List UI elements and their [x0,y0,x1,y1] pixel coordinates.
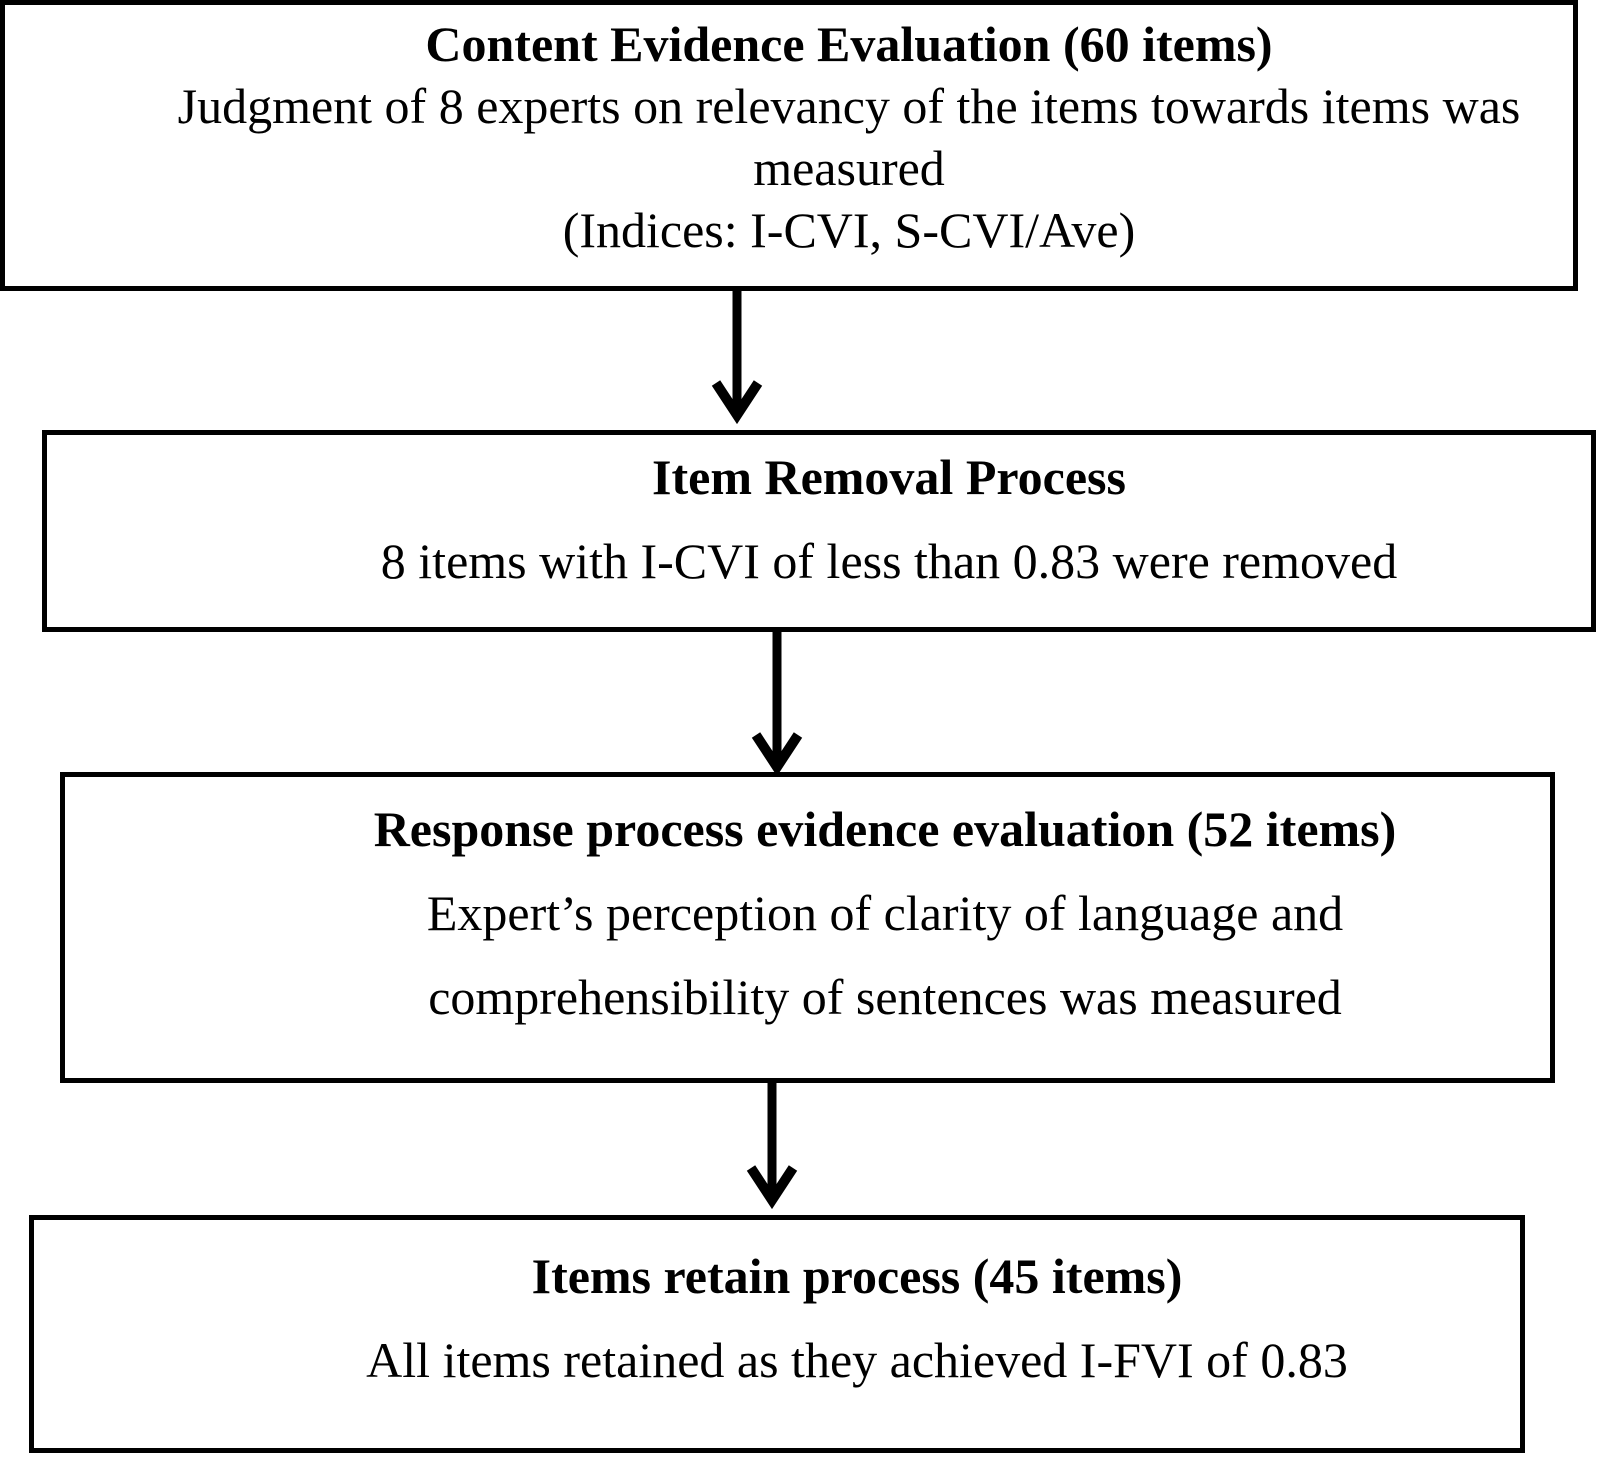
box-title: Items retain process (45 items) [531,1248,1183,1304]
box-text-line: (Indices: I-CVI, S-CVI/Ave) [562,202,1136,258]
flow-box-item-removal-process: Item Removal Process 8 items with I-CVI … [42,430,1596,632]
flow-box-response-process-evidence-evaluation: Response process evidence evaluation (52… [60,772,1555,1083]
flow-box-content-evidence-evaluation: Content Evidence Evaluation (60 items) J… [0,0,1578,291]
down-arrow-icon [751,630,803,777]
box-title: Item Removal Process [652,449,1126,505]
down-arrow-icon [746,1081,798,1210]
box-title: Response process evidence evaluation (52… [373,801,1397,857]
box-text-line: comprehensibility of sentences was measu… [428,969,1342,1025]
flow-box-items-retain-process: Items retain process (45 items) All item… [29,1215,1525,1453]
box-title: Content Evidence Evaluation (60 items) [425,16,1273,72]
box-text-line: 8 items with I-CVI of less than 0.83 wer… [380,533,1398,589]
box-text-line: measured [753,140,945,196]
down-arrow-icon [711,291,763,425]
box-text-line: Judgment of 8 experts on relevancy of th… [177,78,1521,134]
box-text-line: All items retained as they achieved I-FV… [366,1332,1348,1388]
box-text-line: Expert’s perception of clarity of langua… [426,885,1344,941]
